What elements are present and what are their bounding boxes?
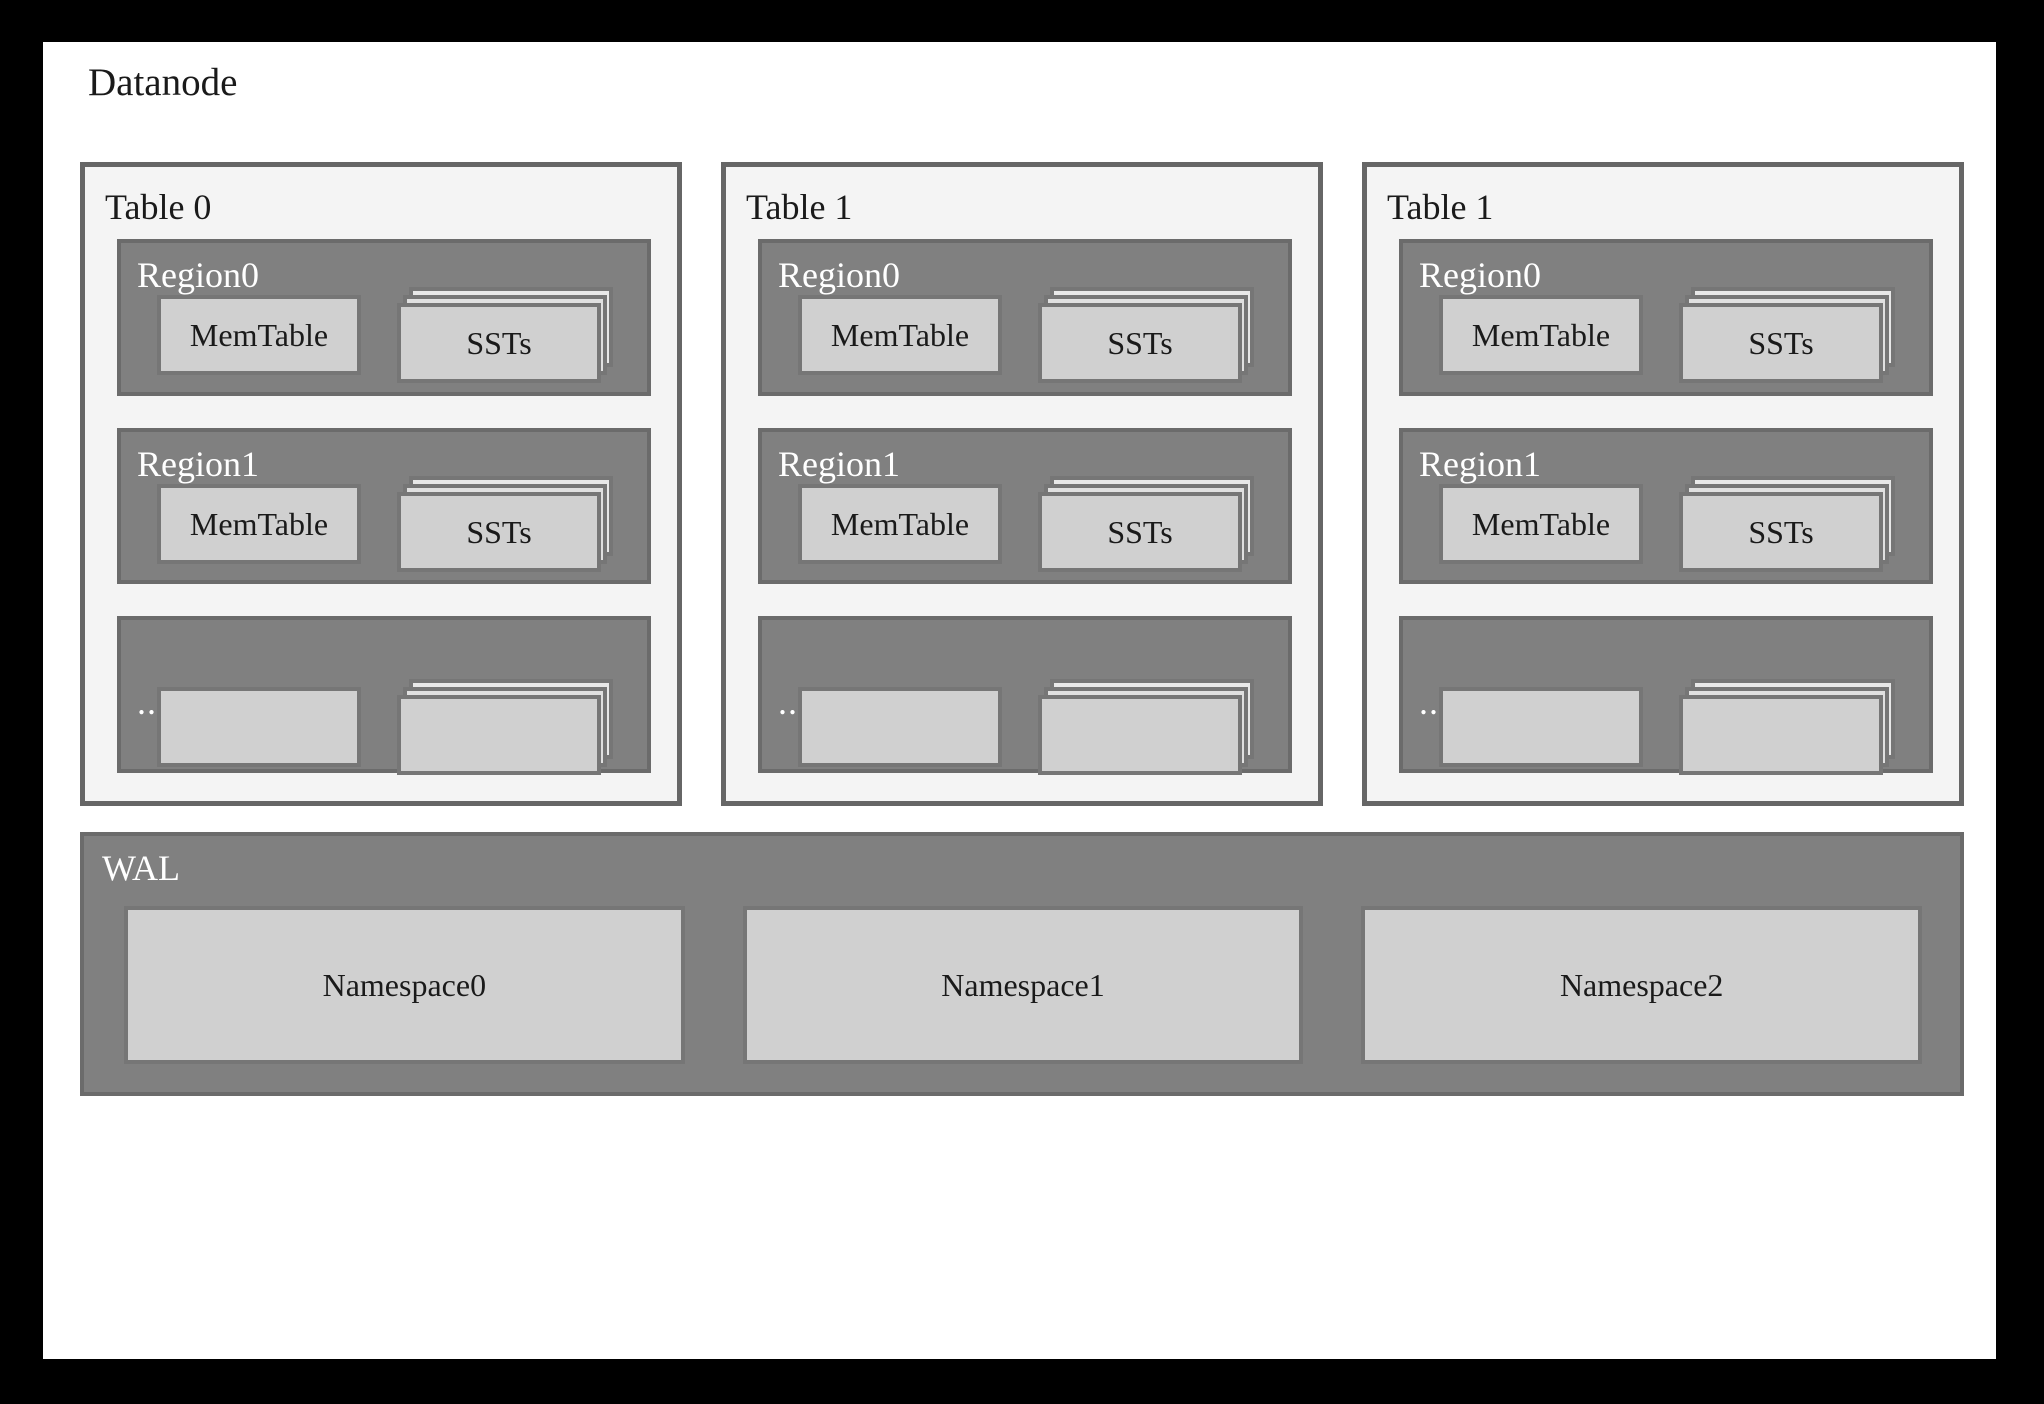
ssts-layer-front: SSTs [397,492,601,573]
memtable-block[interactable]: MemTable [157,295,361,376]
region-inner: MemTable SSTs [798,287,1262,384]
memtable-block[interactable]: MemTable [798,295,1002,376]
memtable-label: MemTable [189,317,329,354]
memtable-block[interactable]: MemTable [157,484,361,565]
ssts-layer-front: SSTs [1038,492,1242,573]
region-box-ellipsis[interactable]: ... [117,616,651,775]
region-inner: MemTable SSTs [157,287,621,384]
page-title: Datanode [88,61,238,104]
ssts-stack[interactable] [1038,678,1254,775]
ssts-label: SSTs [1748,325,1814,362]
memtable-block[interactable] [798,686,1002,767]
region-box-ellipsis[interactable]: ... [1399,616,1933,775]
ssts-label: SSTs [466,325,532,362]
table-label: Table 0 [105,187,212,227]
region-inner [1439,678,1903,775]
ssts-layer-front [397,694,601,775]
memtable-block[interactable] [157,686,361,767]
memtable-block[interactable]: MemTable [1439,484,1643,565]
region-inner [157,678,621,775]
ssts-stack[interactable]: SSTs [1038,287,1254,384]
memtable-label: MemTable [1471,317,1611,354]
region-label: Region0 [1419,255,1541,295]
namespace-label: Namespace0 [322,967,487,1003]
ssts-layer-front: SSTs [1679,303,1883,384]
memtable-label: MemTable [189,506,329,543]
ssts-stack[interactable]: SSTs [1038,476,1254,573]
namespace-label: Namespace1 [941,967,1105,1003]
ssts-stack[interactable]: SSTs [1679,476,1895,573]
memtable-label: MemTable [830,506,970,543]
memtable-label: MemTable [830,317,970,354]
namespace-label: Namespace2 [1559,967,1724,1003]
region-label: Region1 [1419,443,1541,484]
region-inner: MemTable SSTs [157,476,621,573]
memtable-block[interactable] [1439,686,1643,767]
namespaces-row: Namespace0 Namespace1 Namespace2 [124,906,1923,1064]
ssts-layer-front [1679,694,1883,775]
wal-label: WAL [102,848,180,888]
ssts-layer-front: SSTs [397,303,601,384]
ssts-label: SSTs [1107,325,1173,362]
namespace-box[interactable]: Namespace1 [742,906,1304,1064]
region-inner: MemTable SSTs [798,476,1262,573]
ssts-stack[interactable]: SSTs [397,476,613,573]
ssts-stack[interactable]: SSTs [397,287,613,384]
region-inner: MemTable SSTs [1439,287,1903,384]
ssts-label: SSTs [466,514,532,551]
region-label: Region0 [778,255,900,295]
namespace-box[interactable]: Namespace2 [1361,906,1923,1064]
ssts-layer-front: SSTs [1679,492,1883,573]
region-label: Region1 [137,443,259,484]
ssts-stack[interactable]: SSTs [1679,287,1895,384]
table-label: Table 1 [746,187,853,227]
memtable-block[interactable]: MemTable [1439,295,1643,376]
ssts-label: SSTs [1107,514,1173,551]
region-label: Region1 [778,443,900,484]
table-label: Table 1 [1387,187,1494,227]
ssts-layer-front: SSTs [1038,303,1242,384]
wal-band: WAL Namespace0 Namespace1 Namespace2 [80,832,1964,1096]
namespace-box[interactable]: Namespace0 [124,906,685,1064]
ssts-layer-front [1038,694,1242,775]
region-label: Region0 [137,255,259,295]
memtable-label: MemTable [1471,506,1611,543]
region-inner [798,678,1262,775]
ssts-stack[interactable] [1679,678,1895,775]
region-inner: MemTable SSTs [1439,476,1903,573]
memtable-block[interactable]: MemTable [798,484,1002,565]
ssts-stack[interactable] [397,678,613,775]
ssts-label: SSTs [1748,514,1814,551]
region-box-ellipsis[interactable]: ... [758,616,1292,775]
